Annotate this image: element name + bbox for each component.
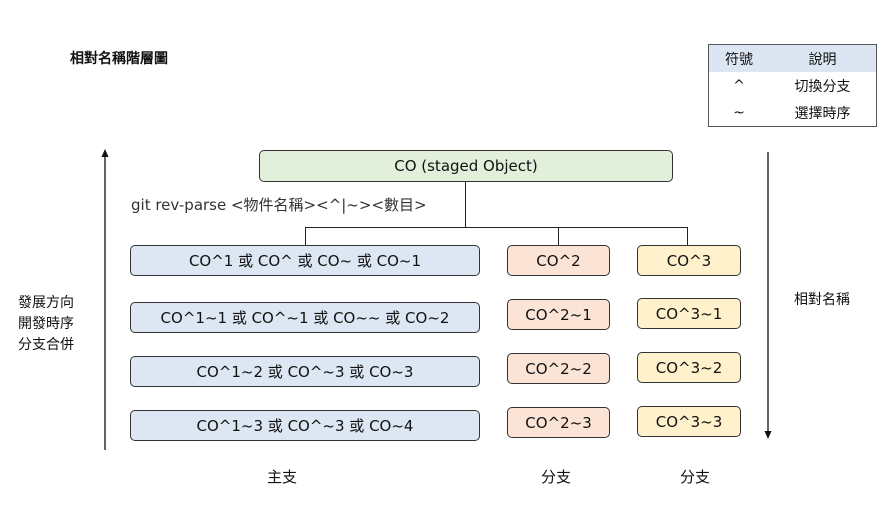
branch3-node: CO^3~1	[637, 298, 741, 329]
diagram-title: 相對名稱階層圖	[70, 51, 168, 67]
branch3-node: CO^3~2	[637, 352, 741, 383]
command-label: git rev-parse <物件名稱><^|~><數目>	[131, 196, 427, 214]
legend-header: 符號 說明	[709, 45, 876, 72]
connector-line	[558, 227, 559, 245]
legend-header-desc: 說明	[808, 51, 837, 68]
legend-table: 符號 說明 ^ 切換分支 ~ 選擇時序	[708, 44, 877, 127]
main-node: CO^1~1 或 CO^~1 或 CO~~ 或 CO~2	[130, 302, 480, 333]
column-label-main: 主支	[267, 468, 298, 486]
right-axis-label: 相對名稱	[794, 292, 850, 308]
up-arrow-icon	[101, 149, 109, 450]
branch2-node: CO^2	[507, 245, 610, 276]
legend-symbol: ~	[733, 104, 745, 121]
column-label-branch3: 分支	[680, 468, 711, 486]
connector-line	[465, 182, 466, 228]
legend-row: ^ 切換分支	[709, 72, 876, 99]
left-label-line: 發展方向	[18, 295, 74, 311]
root-node: CO (staged Object)	[259, 150, 673, 182]
branch2-node: CO^2~3	[507, 407, 610, 438]
left-axis-label: 發展方向 開發時序 分支合併	[18, 293, 74, 356]
branch2-node: CO^2~2	[507, 353, 610, 384]
legend-row: ~ 選擇時序	[709, 99, 876, 126]
main-node: CO^1 或 CO^ 或 CO~ 或 CO~1	[130, 245, 480, 276]
main-node: CO^1~2 或 CO^~3 或 CO~3	[130, 356, 480, 387]
legend-header-symbol: 符號	[725, 51, 753, 68]
branch3-node: CO^3	[637, 245, 741, 276]
column-label-branch2: 分支	[541, 468, 572, 486]
legend-symbol: ^	[733, 77, 745, 94]
connector-line	[305, 227, 688, 228]
main-node: CO^1~3 或 CO^~3 或 CO~4	[130, 410, 480, 441]
legend-desc: 切換分支	[794, 78, 851, 95]
branch3-node: CO^3~3	[637, 406, 741, 437]
down-arrow-icon	[764, 152, 772, 439]
left-label-line: 分支合併	[18, 337, 74, 353]
branch2-node: CO^2~1	[507, 299, 610, 330]
connector-line	[305, 227, 306, 245]
left-label-line: 開發時序	[18, 316, 74, 332]
legend-desc: 選擇時序	[794, 105, 851, 122]
connector-line	[687, 227, 688, 245]
